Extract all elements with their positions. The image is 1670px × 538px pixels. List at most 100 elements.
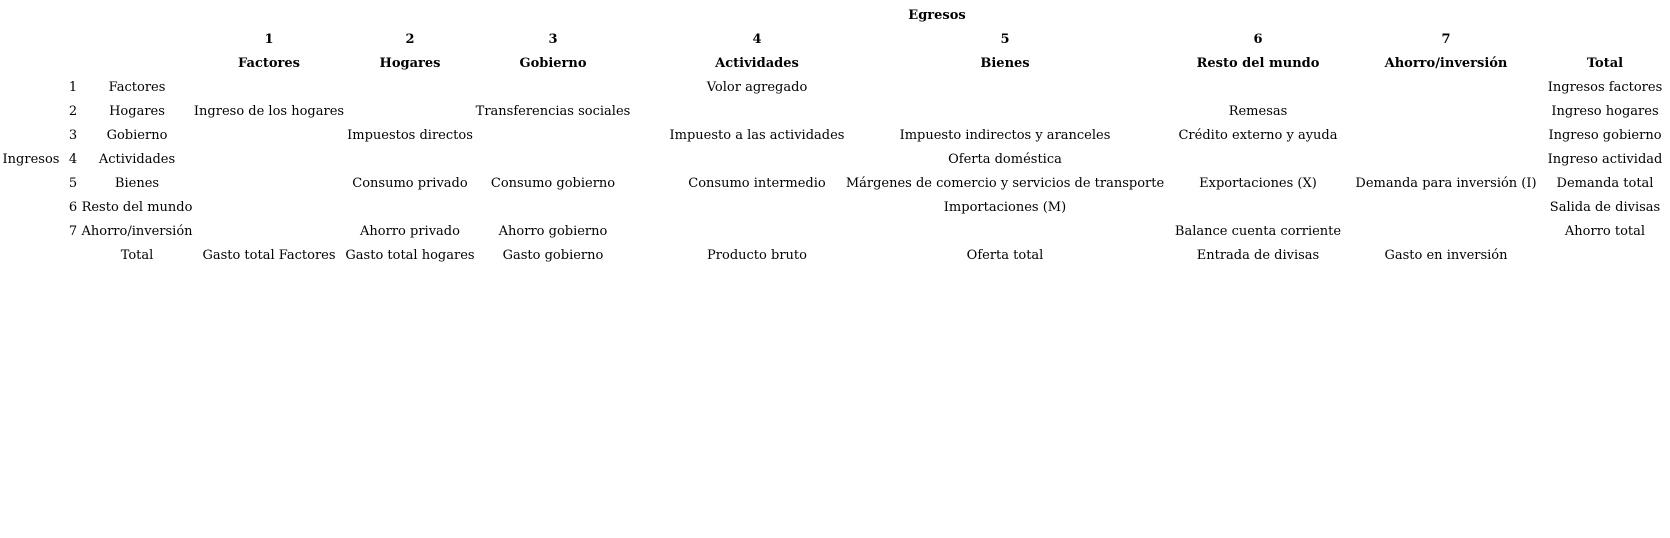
matrix-cell [348,195,472,219]
row-total: Demanda total [1556,175,1654,191]
matrix-cell: Crédito externo y ayuda [1178,127,1338,143]
egresos-axis-label: Egresos [908,7,966,23]
matrix-cell [1386,99,1506,123]
row-header: Factores [108,79,166,95]
row-number: 5 [68,175,78,191]
matrix-cell [190,147,348,171]
row-number: 3 [68,127,78,143]
row-total: Ingreso hogares [1551,103,1659,119]
row-total: Ingreso gobierno [1548,127,1662,143]
total-col-header: Total [1586,55,1624,71]
col-header: Factores [238,55,300,71]
matrix-cell: Remesas [1228,103,1288,119]
matrix-cell: Impuestos directos [347,127,473,143]
total-row-cell: Oferta total [966,247,1044,263]
total-row-cell: Entrada de divisas [1196,247,1320,263]
total-row-label: Total [120,247,154,263]
ingresos-axis-label: Ingresos [2,151,60,167]
matrix-cell [880,219,1130,243]
matrix-cell: Exportaciones (X) [1199,175,1317,191]
matrix-cell [1386,147,1506,171]
matrix-cell [190,171,348,195]
blank-cell [1506,27,1670,51]
col-number: 6 [1253,31,1263,47]
total-row-cell: Gasto total hogares [345,247,475,263]
total-row-cell: Gasto total Factores [202,247,336,263]
row-header: Gobierno [106,127,168,143]
matrix-cell [880,99,1130,123]
matrix-cell [1130,147,1386,171]
matrix-cell: Ingreso de los hogares [193,103,345,119]
row-header: Resto del mundo [81,199,193,215]
row-header: Actividades [98,151,176,167]
matrix-cell [1386,75,1506,99]
row-total: Ingreso actividad [1547,151,1663,167]
matrix-cell: Transferencias sociales [475,103,631,119]
matrix-cell [190,219,348,243]
row-number: 7 [68,223,78,239]
col-header: Resto del mundo [1196,55,1320,71]
matrix-cell: Balance cuenta corriente [1174,223,1342,239]
col-number: 3 [548,31,558,47]
row-header: Bienes [114,175,160,191]
total-row-cell: Producto bruto [707,247,807,263]
matrix-cell [190,195,348,219]
matrix-cell: Impuesto indirectos y aranceles [899,127,1111,143]
row-number: 2 [68,103,78,119]
matrix-cell [1386,123,1506,147]
matrix-cell: Impuesto a las actividades [669,127,845,143]
row-number: 1 [68,79,78,95]
total-row-cell: Gasto gobierno [502,247,604,263]
matrix-cell [472,195,634,219]
matrix-cell [190,75,348,99]
matrix-cell [634,99,880,123]
row-header: Ahorro/inversión [81,223,193,239]
col-number: 4 [752,31,762,47]
blank-cell [1506,243,1670,267]
matrix-cell [472,75,634,99]
row-number: 6 [68,199,78,215]
row-header: Hogares [109,103,165,119]
col-number: 1 [264,31,274,47]
col-number: 2 [405,31,415,47]
col-header: Actividades [715,55,799,71]
matrix-cell [348,147,472,171]
row-total: Salida de divisas [1549,199,1661,215]
corner-blank [84,51,190,75]
matrix-cell: Ahorro privado [360,223,460,239]
matrix-cell: Consumo intermedio [688,175,826,191]
col-header: Bienes [980,55,1030,71]
col-header: Ahorro/inversión [1384,55,1508,71]
corner-blank [62,27,84,51]
matrix-cell [348,99,472,123]
corner-blank [62,51,84,75]
row-number: 4 [68,151,78,167]
col-header: Hogares [379,55,441,71]
corner-blank [84,27,190,51]
matrix-cell: Volor agregado [706,79,808,95]
col-number: 5 [1000,31,1010,47]
matrix-cell [472,147,634,171]
matrix-cell: Importaciones (M) [943,199,1067,215]
matrix-cell [634,147,880,171]
row-total: Ahorro total [1564,223,1646,239]
total-row-cell: Gasto en inversión [1384,247,1508,263]
matrix-cell: Oferta doméstica [948,151,1062,167]
blank-cell [62,243,84,267]
matrix-cell [472,123,634,147]
matrix-cell: Ahorro gobierno [498,223,608,239]
matrix-cell [634,219,880,243]
matrix-cell [880,75,1130,99]
matrix-cell [348,75,472,99]
matrix-cell: Consumo gobierno [490,175,616,191]
matrix-cell [634,195,880,219]
matrix-cell: Demanda para inversión (I) [1355,175,1537,191]
matrix-cell: Márgenes de comercio y servicios de tran… [845,175,1165,191]
matrix-cell [1386,195,1506,219]
matrix-cell [1130,195,1386,219]
col-number: 7 [1441,31,1451,47]
matrix-cell [1386,219,1506,243]
matrix-cell [1130,75,1386,99]
